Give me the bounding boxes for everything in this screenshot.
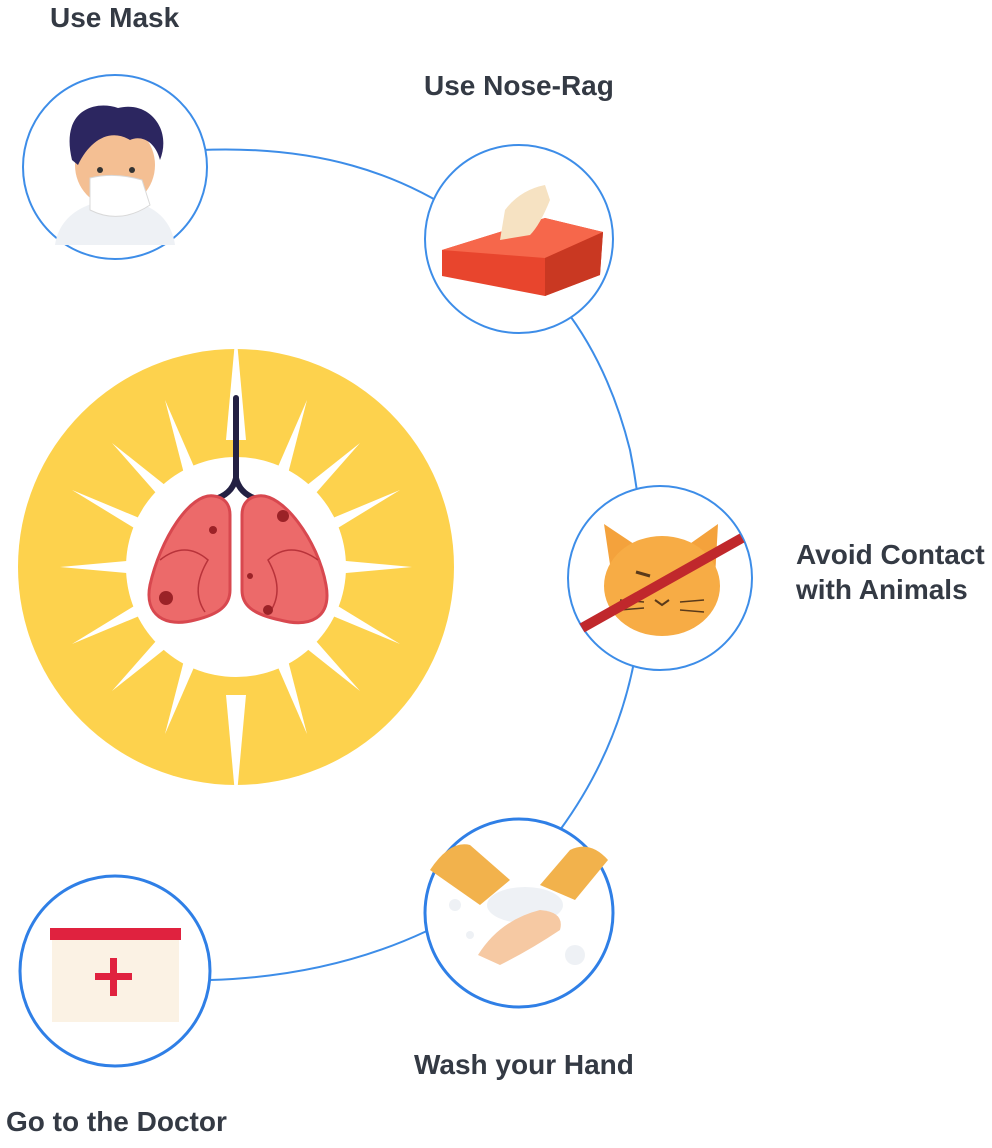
label-avoid-animals: Avoid Contact with Animals [796,537,985,607]
tissue-box-icon [442,185,603,296]
no-cat-icon [579,524,745,636]
doctor-node [18,874,212,1068]
label-avoid-animals-line1: Avoid Contact [796,539,985,570]
label-wash-hand: Wash your Hand [414,1049,634,1080]
hand-wash-icon [430,844,608,965]
mask-node [22,74,208,260]
label-use-mask: Use Mask [50,2,180,33]
mask-person-icon [55,105,175,245]
label-go-to-doctor: Go to the Doctor [6,1106,227,1137]
animals-node [567,485,753,671]
label-avoid-animals-line2: with Animals [796,574,968,605]
first-aid-icon [50,928,181,1022]
wash-node [423,817,615,1009]
nose-rag-node [424,144,614,334]
label-use-nose-rag: Use Nose-Rag [424,70,614,101]
lungs-icon [18,330,454,805]
